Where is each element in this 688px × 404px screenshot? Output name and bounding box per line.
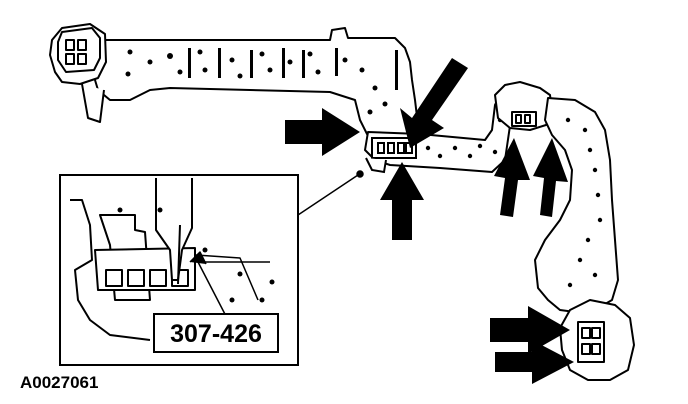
arrow-left-upper (285, 108, 360, 156)
arrow-lower-b (495, 340, 574, 384)
arrow-right-up-a (494, 138, 530, 217)
arrow-lower-a (490, 306, 570, 354)
left-plug-connector (49, 23, 107, 123)
detail-inset: 307-426 (59, 174, 299, 366)
right-vertical-holes (565, 117, 603, 288)
inset-holes (117, 207, 275, 303)
harness-main-body (91, 27, 421, 147)
arrow-center-up (380, 162, 424, 240)
tool-label-box (153, 313, 279, 353)
figure-id: A0027061 (20, 373, 98, 392)
arrow-upper-diagonal (400, 58, 468, 148)
arrow-right-up-b (533, 138, 568, 217)
tool-number-label: 307-426 (170, 320, 262, 348)
lower-right-connector (559, 299, 635, 381)
harness-right-vertical (534, 97, 619, 313)
detail-leader (297, 170, 364, 216)
location-arrows (285, 58, 574, 384)
harness-main-holes (125, 48, 398, 115)
upper-right-connector (494, 81, 553, 131)
